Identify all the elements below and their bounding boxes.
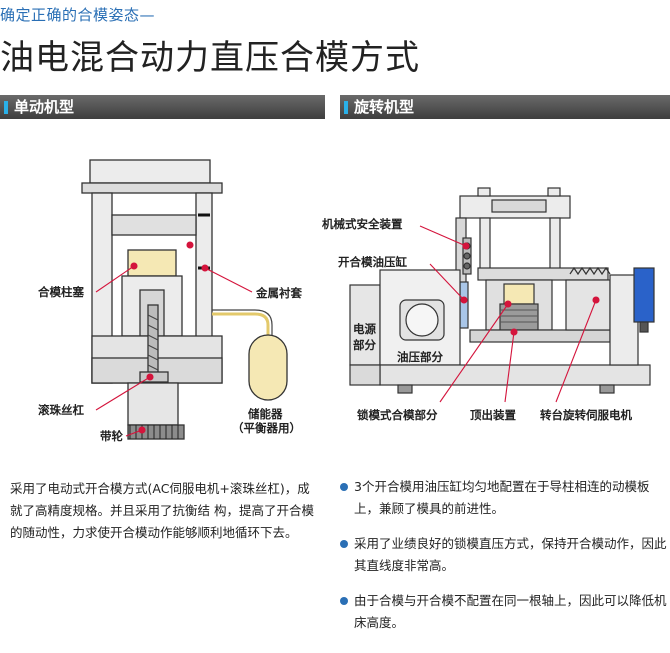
section-header-single-action: 单动机型 xyxy=(0,95,325,119)
label-turntable-servo: 转台旋转伺服电机 xyxy=(540,408,632,422)
single-action-diagram xyxy=(81,159,288,440)
bullet-dot-icon xyxy=(340,540,348,548)
list-item: 由于合模与开合模不配置在同一根轴上，因此可以降低机床高度。 xyxy=(338,590,668,634)
label-accumulator: 储能器 xyxy=(248,407,283,421)
list-item: 采用了业绩良好的锁模直压方式，保持开合模动作，因此其直线度非常高。 xyxy=(338,533,668,577)
section-header-rotary: 旋转机型 xyxy=(340,95,670,119)
label-ejector: 顶出装置 xyxy=(470,408,516,422)
label-ball-screw: 滚珠丝杠 xyxy=(38,403,84,417)
section-header-label: 单动机型 xyxy=(14,98,75,116)
list-item-text: 由于合模与开合模不配置在同一根轴上，因此可以降低机床高度。 xyxy=(354,593,667,630)
label-metal-bushing: 金属衬套 xyxy=(255,286,302,300)
page-title: 油电混合动力直压合模方式 xyxy=(0,38,420,78)
label-mold-open-cylinder: 开合模油压缸 xyxy=(338,255,407,269)
list-item-text: 3个开合模用油压缸均匀地配置在于导柱相连的动模板上，兼顾了模具的前进性。 xyxy=(354,479,650,516)
bullet-dot-icon xyxy=(340,597,348,605)
label-accumulator-note: （平衡器用） xyxy=(232,421,301,435)
section-header-label: 旋转机型 xyxy=(354,98,415,116)
label-belt-pulley: 带轮 xyxy=(100,429,123,443)
section-subtitle: 确定正确的合模姿态— xyxy=(0,6,156,24)
list-item-text: 采用了业绩良好的锁模直压方式，保持开合模动作，因此其直线度非常高。 xyxy=(354,536,667,573)
single-action-description: 采用了电动式开合模方式(AC伺服电机+滚珠丝杠)，成就了高精度规格。并且采用了抗… xyxy=(10,481,314,540)
rotary-diagram xyxy=(349,187,655,394)
label-lock-mold-unit: 锁模式合模部分 xyxy=(357,408,438,422)
label-mechanical-safety: 机械式安全装置 xyxy=(322,217,403,231)
right-leader-lines xyxy=(419,225,600,403)
left-leader-lines xyxy=(95,241,253,437)
machine-diagrams: 合模柱塞 金属衬套 滚珠丝杠 储能器 （平衡器用） 带轮 xyxy=(38,159,655,443)
rotary-feature-list: 3个开合模用油压缸均匀地配置在于导柱相连的动模板上，兼顾了模具的前进性。 采用了… xyxy=(338,476,668,647)
label-power-unit: 电源 xyxy=(353,322,376,336)
label-clamp-plunger: 合模柱塞 xyxy=(38,285,84,299)
bullet-dot-icon xyxy=(340,483,348,491)
label-hydraulic-unit: 油压部分 xyxy=(397,350,443,364)
label-power-unit-line2: 部分 xyxy=(353,338,376,352)
list-item: 3个开合模用油压缸均匀地配置在于导柱相连的动模板上，兼顾了模具的前进性。 xyxy=(338,476,668,520)
